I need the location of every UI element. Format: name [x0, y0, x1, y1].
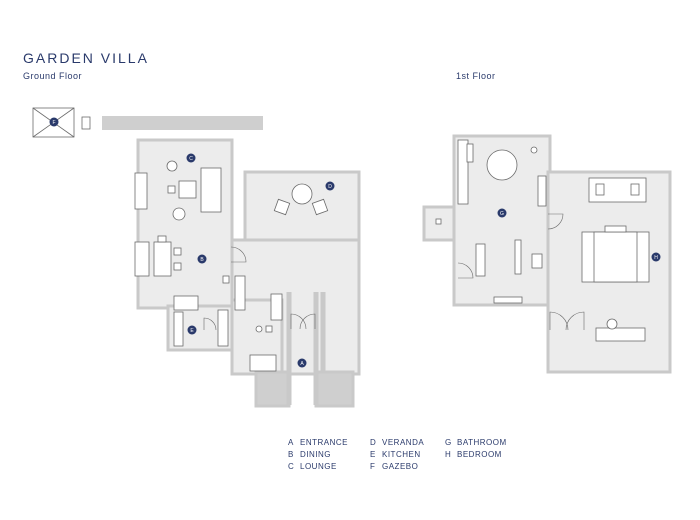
room-marker-label: D [328, 184, 332, 190]
room-marker-e [187, 325, 197, 335]
ground-floor-plan [136, 138, 361, 408]
room-marker-g [497, 208, 507, 218]
room-marker-a [297, 358, 307, 368]
room-marker-label: C [189, 156, 193, 162]
room-marker-d [325, 181, 335, 191]
lounge-furniture [134, 160, 222, 221]
lounge-dining-area [136, 138, 234, 310]
dining-furniture [134, 235, 182, 277]
room-marker-c [186, 153, 196, 163]
entrance-wing-left [254, 370, 291, 408]
room-marker-h [651, 252, 661, 262]
first-floor-doors [457, 213, 585, 331]
ground-floor-label: Ground Floor [23, 71, 83, 81]
bathroom-furniture [435, 139, 547, 304]
plan-title: GARDEN VILLA [23, 50, 149, 66]
room-marker-label: E [190, 328, 194, 334]
pergola-bar [102, 116, 263, 130]
room-marker-b [197, 254, 207, 264]
room-marker-label: A [300, 361, 304, 367]
first-floor-label: 1st Floor [456, 71, 496, 81]
hall-furniture [222, 275, 283, 372]
room-marker-label: G [500, 211, 504, 217]
room-marker-label: F [52, 120, 55, 126]
entrance-wing-right [314, 370, 355, 408]
ground-doors [203, 246, 316, 331]
room-marker-f [49, 117, 59, 127]
veranda-area [243, 170, 361, 244]
veranda-furniture [273, 183, 329, 216]
kitchen-furniture [173, 275, 246, 347]
room-marker-label: H [654, 255, 658, 261]
room-markers: A B C D E F G H [49, 117, 661, 368]
room-marker-label: B [200, 257, 204, 263]
bedroom-furniture [581, 177, 650, 342]
gazebo [32, 107, 91, 138]
